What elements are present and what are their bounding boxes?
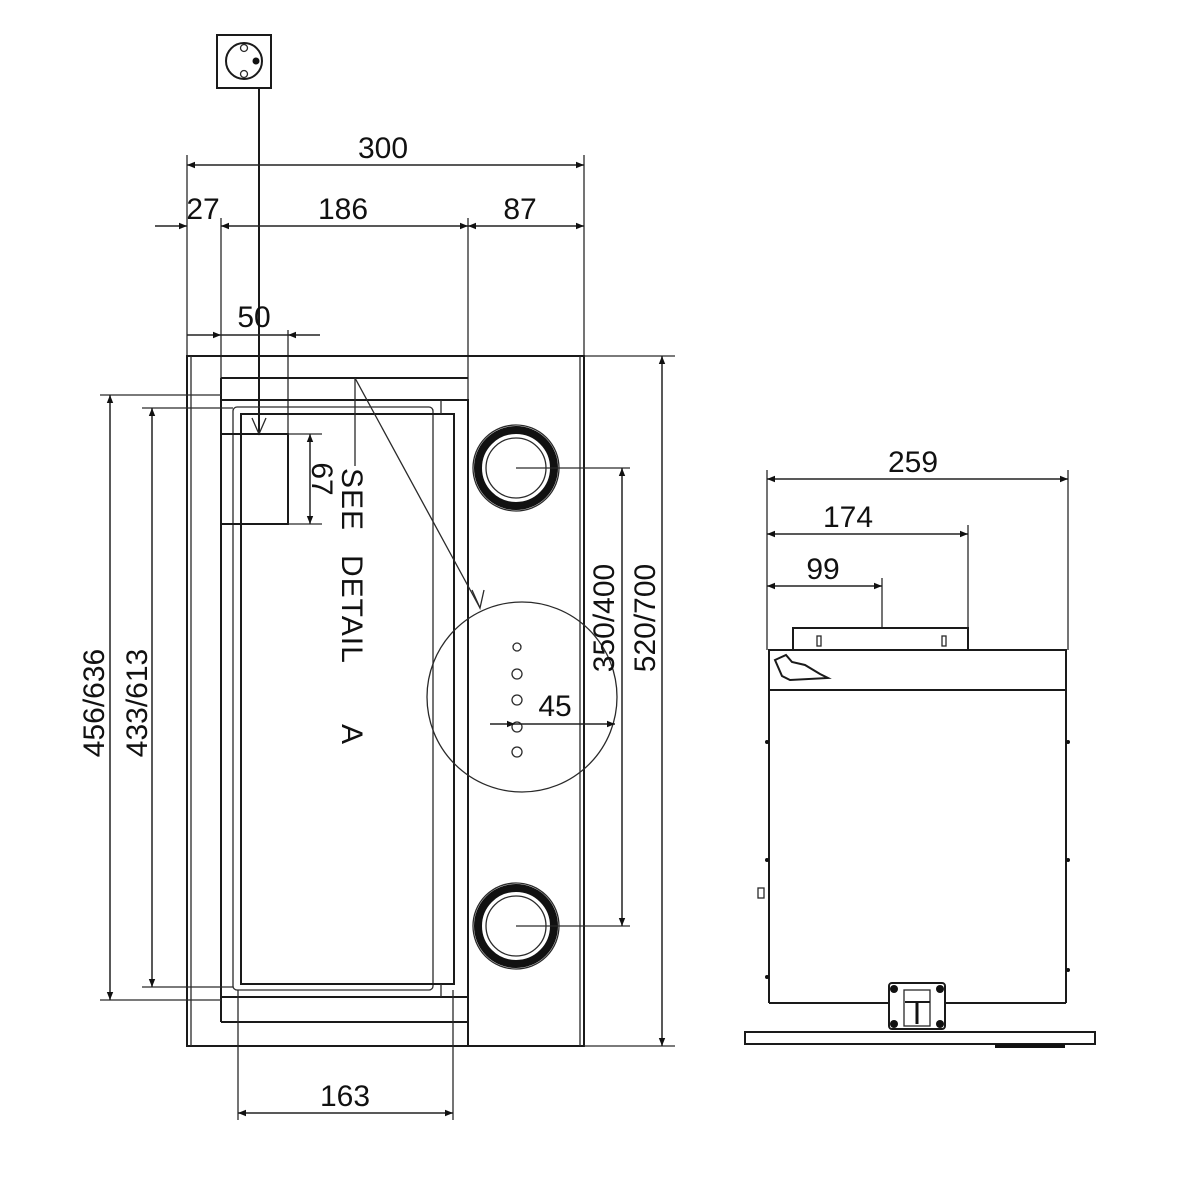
dim-middle-width: 186 (318, 193, 368, 226)
dim-hole-offset: 45 (538, 690, 571, 723)
front-view: 300 27 186 87 50 67 (78, 34, 675, 1120)
side-view: 259 174 99 (744, 446, 1096, 1048)
dim-bracket-depth: 174 (823, 501, 873, 534)
detail-a-circle: 45 (426, 601, 618, 793)
dim-outer-height: 456/636 (78, 649, 111, 757)
dim-box-height: 67 (305, 462, 338, 495)
dim-overall-width: 300 (358, 132, 408, 165)
callout-see: SEE (335, 468, 368, 531)
clip-icon (773, 653, 832, 682)
dim-overall-depth: 259 (888, 446, 938, 479)
dim-overall-height: 520/700 (629, 564, 662, 672)
callout-a: A (335, 724, 368, 745)
dim-socket-offset: 50 (237, 301, 270, 334)
callout-detail: DETAIL (335, 555, 368, 664)
dim-left-offset: 27 (186, 193, 219, 226)
dim-bottom-width: 163 (320, 1080, 370, 1113)
dim-right-width: 87 (503, 193, 536, 226)
detail-callout: SEE DETAIL A (335, 377, 485, 745)
duct-outlet-bottom (472, 882, 630, 970)
latch-icon (888, 982, 946, 1030)
dim-inner-height: 433/613 (121, 649, 154, 757)
bottom-plate (744, 1031, 1096, 1045)
dim-bracket-center: 99 (806, 553, 839, 586)
dim-duct-spacing: 350/400 (588, 564, 621, 672)
power-socket-icon (216, 34, 272, 436)
duct-outlet-top (472, 424, 630, 512)
